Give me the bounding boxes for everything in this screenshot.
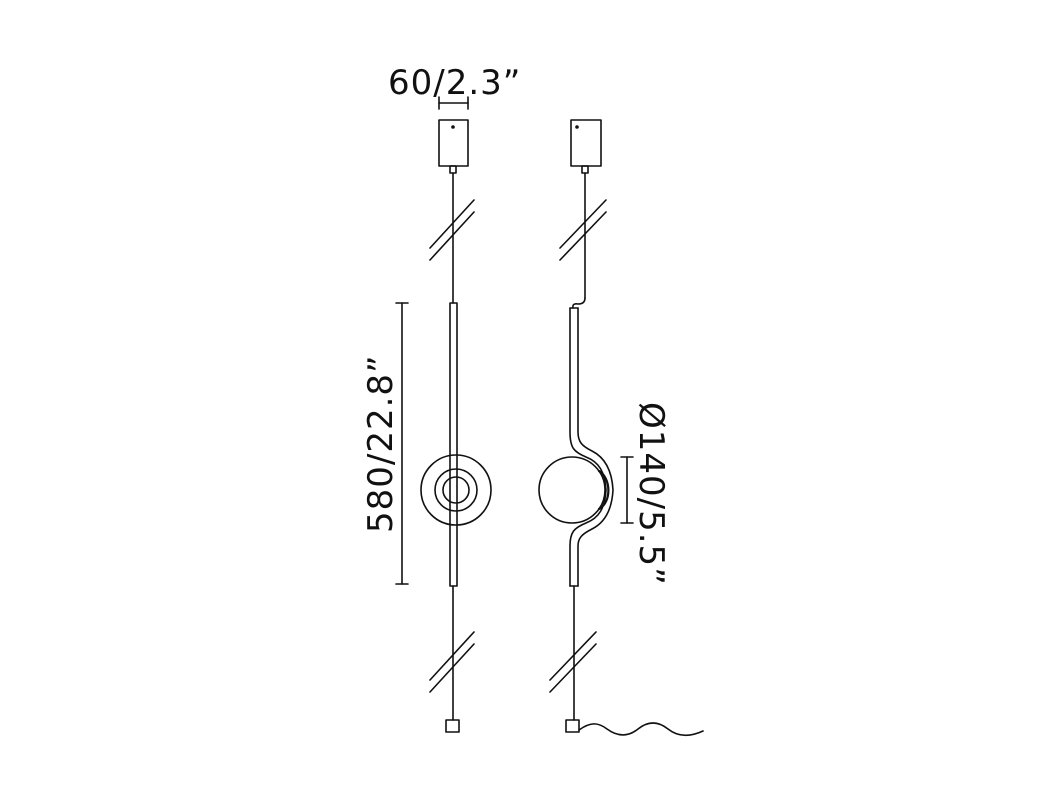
front-rod (449, 302, 458, 587)
dimension-sphere-diameter: Ø140/5.5” (620, 402, 671, 586)
side-upper-break-1 (559, 199, 607, 249)
front-lower-break-1 (429, 631, 475, 681)
side-upper-break-2 (559, 211, 607, 261)
dim-canopy-label: 60/2.3” (388, 63, 521, 103)
front-canopy-hole (451, 125, 455, 129)
side-sphere-holder (597, 469, 610, 511)
front-lower-break-2 (429, 643, 475, 693)
side-canopy-connector (581, 165, 589, 174)
side-sphere (538, 456, 606, 524)
dimension-canopy-width: 60/2.3” (388, 63, 521, 110)
side-cable-hook (572, 297, 586, 309)
front-upper-break-1 (429, 199, 475, 249)
front-bottom-connector (445, 719, 460, 733)
front-disc-mid (434, 468, 478, 512)
side-rod-left (569, 307, 607, 587)
side-lower-break-1 (549, 631, 597, 681)
dimension-total-height: 580/22.8” (361, 302, 409, 585)
side-canopy-hole (575, 125, 579, 129)
side-bottom-connector (565, 719, 580, 733)
dim-sphere-label: Ø140/5.5” (631, 402, 671, 586)
front-view (420, 119, 492, 733)
dim-height-label: 580/22.8” (361, 354, 401, 533)
side-power-cable (578, 722, 704, 737)
front-disc-inner (442, 476, 470, 504)
side-view (538, 119, 704, 737)
side-rod-right (577, 307, 614, 587)
front-upper-break-2 (429, 211, 475, 261)
front-canopy-connector (449, 165, 457, 174)
side-lower-break-2 (549, 643, 597, 693)
front-disc-outer (420, 454, 492, 526)
